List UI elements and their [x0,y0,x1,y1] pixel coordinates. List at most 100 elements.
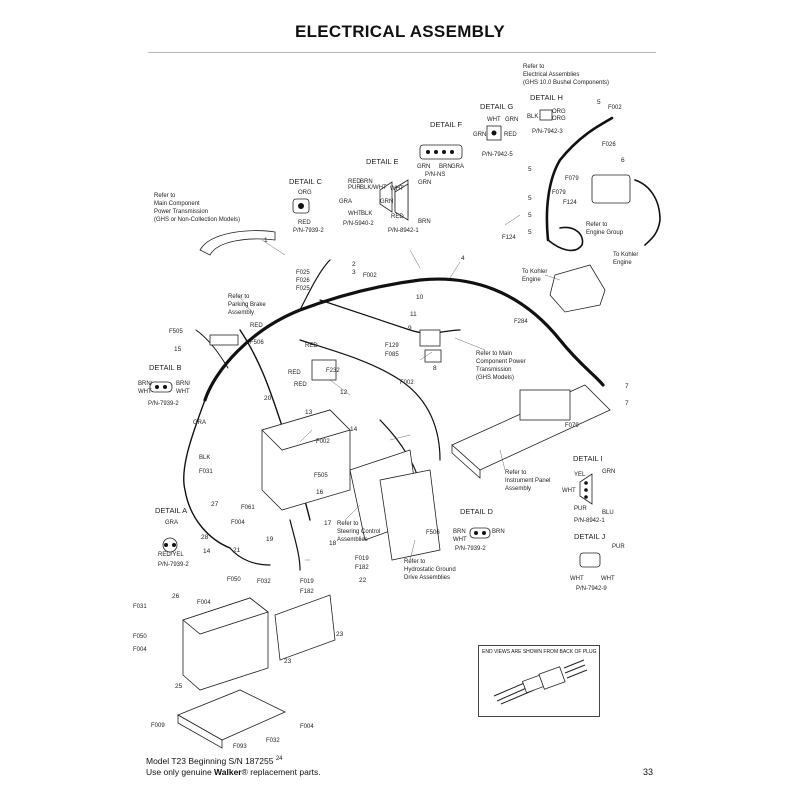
ref-parking-brake-part: Parking Brake [228,302,266,308]
leader-line [344,504,361,521]
number-callout: 5 [528,212,532,219]
detail-g-label: GRN [505,117,518,123]
wire-color-label: BLK [199,455,210,461]
part-callout: F182 [355,565,369,571]
part-callout: F284 [514,319,528,325]
detail-a-label: GRA [165,520,178,526]
ref-instrument-panel: Refer to Instrument Panel Assembly [505,470,550,492]
detail-g-connector [486,125,502,141]
ref-hydrostatic-part: Hydrostatic Ground [404,567,456,573]
detail-a-label: RED/YEL [158,552,184,558]
brand-name: Walker [214,767,242,777]
detail-e-label: RED [348,179,361,185]
detail-i-label: PUR [574,506,587,512]
ref-main-component-ghs-part: Refer to Main [476,351,512,357]
ref-hydrostatic-part: Refer to [404,559,426,565]
detail-h-label: BLK [527,114,538,120]
number-callout: 17 [324,520,332,527]
end-view-plug-drawing-part [538,666,566,690]
number-callout: 21 [233,547,241,554]
ref-main-component-pt-part: (GHS or Non-Collection Models) [154,217,240,223]
ref-electrical-assemblies-part: Electrical Assemblies [523,72,579,78]
end-view-plug-drawing-part [563,659,588,679]
number-callout: 5 [528,229,532,236]
number-callout: 5 [528,195,532,202]
ref-main-component-pt-part: Power Transmission [154,209,208,215]
detail-f-connector-part [450,150,454,154]
detail-c-connector-part [298,203,304,209]
detail-e-label: BLK/WHT [360,185,387,191]
number-callout: 11 [410,311,417,318]
detail-f-label: GRN [417,164,430,170]
leader-line [299,429,313,443]
ref-electrical-assemblies: Refer to Electrical Assemblies (GHS 10.0… [523,64,609,86]
connector-block-2 [424,349,442,363]
number-callout: 2 [352,261,356,268]
wire-color-label: RED [288,370,301,376]
number-callout: 1 [264,237,268,244]
detail-b-label: WHT [176,389,190,395]
detail-e-label: BLK [361,211,372,217]
part-callout: F129 [385,343,399,349]
number-callout: 12 [340,389,348,396]
end-view-plug-drawing [493,659,588,705]
detail-d-connector-part [482,531,486,535]
part-callout: F050 [227,577,241,583]
leader-line [504,214,521,226]
part-callout: F004 [300,724,314,730]
detail-a-connector-part [162,537,178,553]
detail-c-label: ORG [298,190,312,196]
wire-color-label: RED [305,343,318,349]
detail-f2-connector-part [394,183,409,221]
ref-electrical-assemblies-part: Refer to [523,64,545,70]
wire-color-label: RED [294,382,307,388]
detail-e2-connector-part [379,181,393,213]
detail-f-connector-part [434,150,438,154]
detail-i-connector-part [584,488,588,492]
harness-engine-branch [634,179,661,246]
detail-b-label: BRN/ [138,381,153,387]
detail-g-title: DETAIL G [480,102,514,111]
detail-i-label: GRN [602,469,615,475]
leader-line [237,294,251,311]
detail-i-label: YEL [574,472,586,478]
detail-b-label: WHT [138,389,152,395]
detail-e-title: DETAIL E [366,157,399,166]
part-callout: F009 [151,723,165,729]
detail-e-label: WHT [348,211,362,217]
ref-main-component-ghs-part: Transmission [476,367,511,373]
part-callout: F002 [363,273,377,279]
number-callout: 14 [203,548,211,555]
detail-f2-label: RED [391,214,404,220]
number-callout: 10 [416,294,424,301]
number-callout: 7 [625,383,629,390]
connector-block-1 [419,329,441,347]
number-callout: 26 [172,593,180,600]
number-callout: 16 [316,489,324,496]
number-callout: 5 [597,99,601,106]
detail-d-connector [469,527,491,539]
detail-g-label: RED [504,132,517,138]
part-callout: F032 [257,579,271,585]
number-callout: 23 [336,631,344,638]
leader-line [389,434,411,441]
number-callout: 20 [264,395,272,402]
detail-g-connector-part [491,130,497,136]
ref-main-component-ghs-part: Component Power [476,359,526,365]
detail-h-title: DETAIL H [530,93,563,102]
detail-b-pn: P/N-7939-2 [148,401,179,407]
part-callout: F025 [296,270,310,276]
detail-f-connector-part [442,150,446,154]
number-callout: 8 [433,365,437,372]
part-callout: F004 [133,647,147,653]
detail-g-pn: P/N-7942-5 [482,152,513,158]
number-callout: 7 [625,400,629,407]
detail-c-label: RED [298,220,311,226]
detail-a-connector-part [164,543,168,547]
detail-j-connector-part [579,552,601,568]
mount-bracket [274,594,336,661]
detail-a-connector [162,537,178,553]
detail-e-label: GRA [339,199,352,205]
battery-tray-front [177,714,223,749]
